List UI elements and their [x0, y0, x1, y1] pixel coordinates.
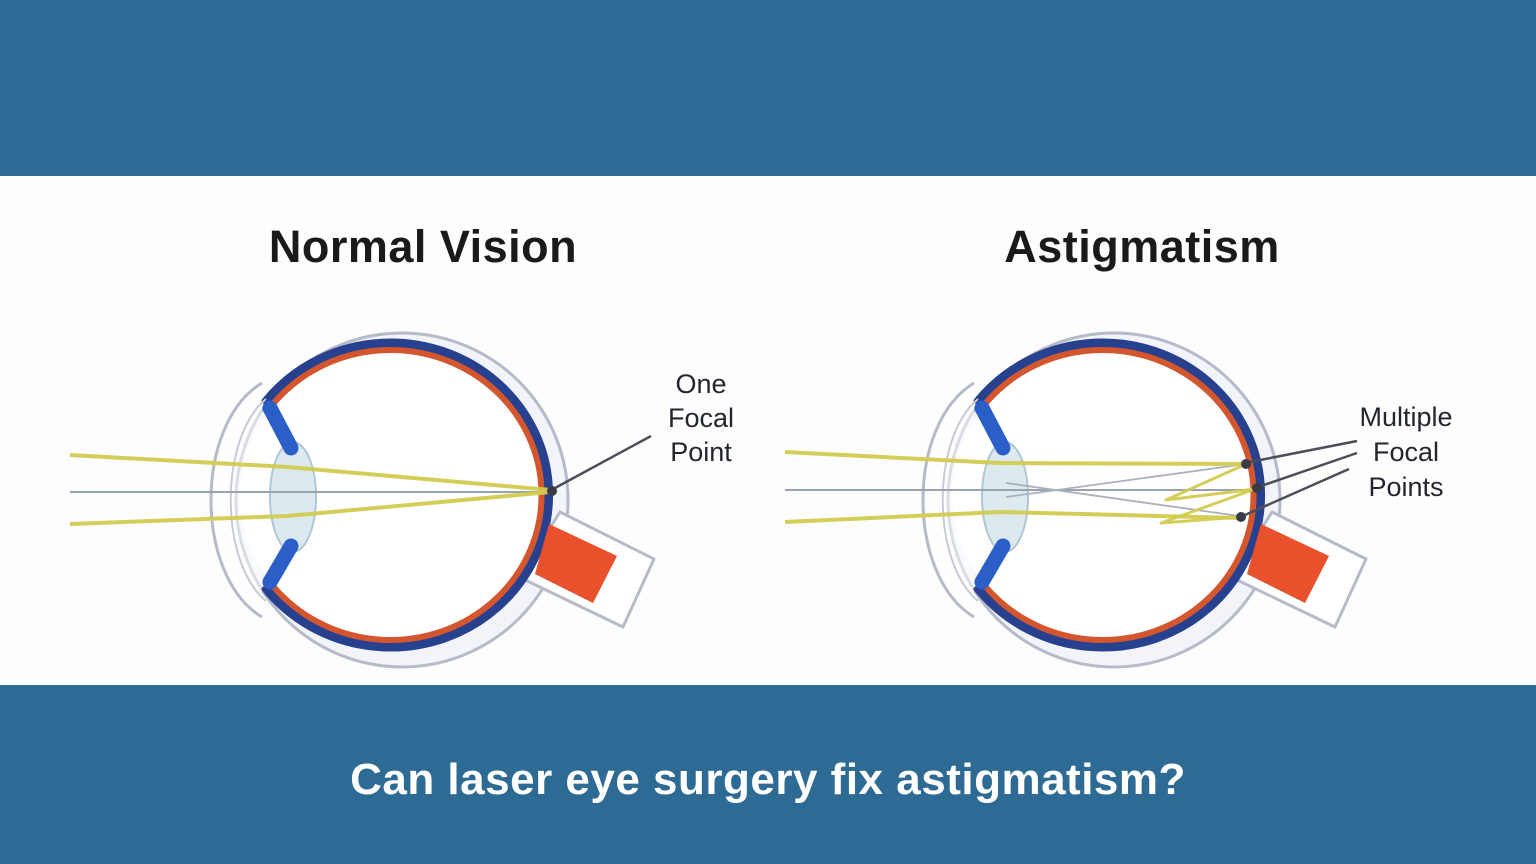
- annotation-line: Focal: [1372, 437, 1440, 467]
- multiple-focal-points-label: Multiple Focal Points: [1330, 400, 1482, 505]
- annotation-line: One: [675, 369, 727, 399]
- caption-question: Can laser eye surgery fix astigmatism?: [350, 755, 1186, 804]
- bottom-banner: [0, 685, 1536, 864]
- astigmatism-title: Astigmatism: [1004, 221, 1280, 272]
- annotation-line: Focal: [667, 403, 735, 433]
- top-banner: [0, 0, 1536, 176]
- annotation-line: Point: [670, 437, 732, 467]
- annotation-line: Points: [1368, 472, 1444, 502]
- normal-vision-title: Normal Vision: [268, 221, 578, 272]
- annotation-line: Multiple: [1359, 402, 1453, 432]
- one-focal-point-label: One Focal Point: [626, 367, 776, 469]
